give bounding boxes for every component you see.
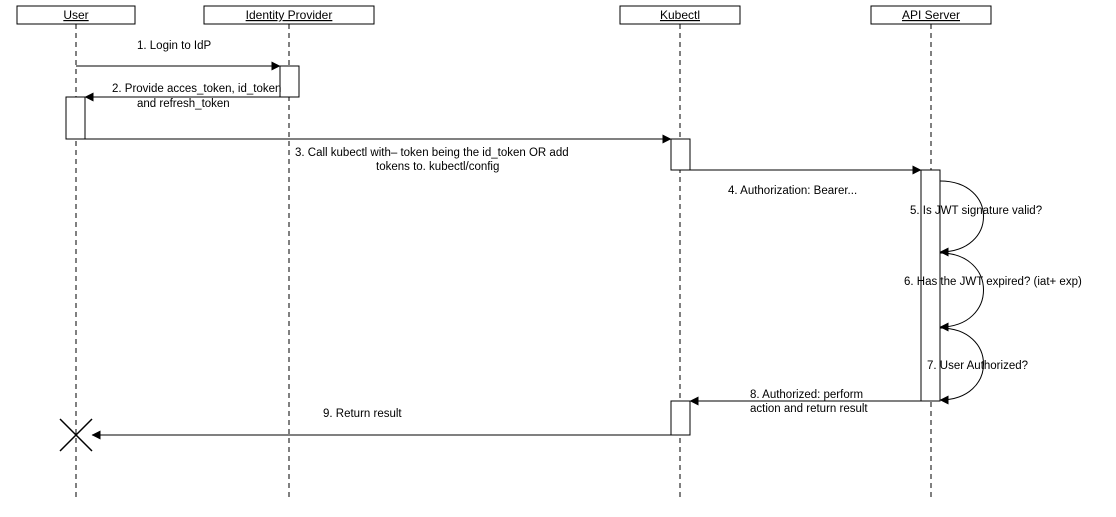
- activation-kubectl-call: [670, 138, 691, 171]
- actor-box: [16, 5, 136, 25]
- activation-idp: [279, 65, 300, 98]
- actor-label: User: [63, 8, 88, 22]
- message-6-label: 6. Has the JWT expired? (iat+ exp): [904, 276, 1082, 288]
- actor-user: User: [16, 5, 136, 25]
- message-8-label-line2: action and return result: [750, 403, 868, 415]
- activation-user: [65, 96, 86, 140]
- activation-kubectl-result: [670, 400, 691, 436]
- actor-label: API Server: [902, 8, 960, 22]
- message-4-label: 4. Authorization: Bearer...: [728, 185, 857, 197]
- message-1-label: 1. Login to IdP: [137, 40, 211, 52]
- message-2-label-line2: and refresh_token: [137, 98, 230, 110]
- actor-box: [870, 5, 992, 25]
- message-arrows: [76, 61, 984, 440]
- message-5-label: 5. Is JWT signature valid?: [910, 205, 1042, 217]
- actor-identity-provider: Identity Provider: [203, 5, 375, 25]
- actor-label: Kubectl: [660, 8, 700, 22]
- arrow-self-jwt-signature: [939, 180, 984, 257]
- destroy-x-icon: [59, 418, 93, 452]
- actor-kubectl: Kubectl: [619, 5, 741, 25]
- message-3-label-line1: 3. Call kubectl with– token being the id…: [295, 147, 569, 159]
- actor-api-server: API Server: [870, 5, 992, 25]
- message-8-label-line1: 8. Authorized: perform: [750, 389, 863, 401]
- message-9-label: 9. Return result: [323, 408, 402, 420]
- activations: [65, 65, 941, 436]
- actor-label: Identity Provider: [246, 8, 333, 22]
- arrow-self-user-authorized: [939, 327, 984, 405]
- message-2-label-line1: 2. Provide acces_token, id_token: [112, 83, 281, 95]
- message-7-label: 7. User Authorized?: [927, 360, 1028, 372]
- activation-api-server: [920, 169, 941, 402]
- message-labels: 1. Login to IdP 2. Provide acces_token, …: [112, 40, 1082, 420]
- lifelines: [75, 24, 932, 498]
- message-3-label-line2: tokens to. kubectl/config: [376, 161, 499, 173]
- actor-box: [203, 5, 375, 25]
- actor-box: [619, 5, 741, 25]
- arrow-self-jwt-expired: [939, 252, 984, 332]
